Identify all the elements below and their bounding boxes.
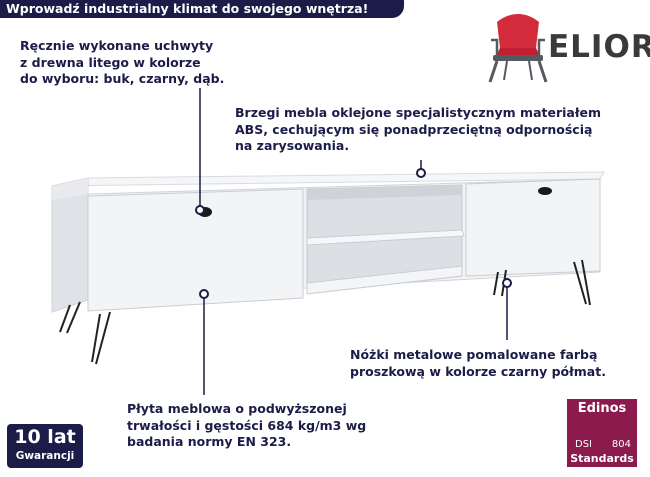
headline-banner: Wprowadź industrialny klimat do swojego …	[0, 0, 404, 18]
feature-edges-line: ABS, cechującym się ponadprzeciętną odpo…	[235, 121, 593, 137]
feature-handles-line: z drewna litego w kolorze	[20, 54, 201, 70]
chair-icon	[488, 14, 548, 83]
feature-legs-line: proszkową w kolorze czarny półmat.	[350, 363, 606, 379]
edinos-badge: Edinos DSI 804 Standards	[567, 399, 637, 467]
warranty-label: Gwarancji	[15, 450, 75, 462]
feature-board-line: badania normy EN 323.	[127, 434, 292, 449]
feature-board-line: Płyta meblowa o podwyższonej	[127, 401, 347, 416]
feature-handles-line: do wyboru: buk, czarny, dąb.	[20, 71, 225, 86]
edinos-subtitle: Standards	[570, 452, 634, 465]
feature-handles: Ręcznie wykonane uchwyty z drewna litego…	[20, 38, 224, 88]
brand-name: ELIOR	[548, 29, 650, 65]
feature-handles-line: Ręcznie wykonane uchwyty	[20, 38, 214, 53]
headline-text: Wprowadź industrialny klimat do swojego …	[6, 1, 369, 16]
callout-handles-pointer	[195, 88, 205, 215]
feature-legs-line: Nóżki metalowe pomalowane farbą	[350, 347, 598, 362]
callout-edges-pointer	[416, 160, 426, 178]
edinos-title: Edinos	[577, 401, 627, 416]
edinos-left-code: DSI	[575, 439, 592, 450]
feature-edges: Brzegi mebla oklejone specjalistycznym m…	[235, 105, 601, 155]
feature-legs: Nóżki metalowe pomalowane farbą proszkow…	[350, 347, 606, 380]
warranty-years: 10 lat	[14, 426, 76, 448]
feature-edges-line: Brzegi mebla oklejone specjalistycznym m…	[235, 105, 601, 120]
feature-board-line: trwałości i gęstości 684 kg/m3 wg	[127, 417, 367, 433]
callout-board-pointer	[199, 289, 209, 395]
warranty-badge: 10 lat Gwarancji	[7, 424, 83, 468]
edinos-right-code: 804	[611, 439, 631, 450]
feature-board: Płyta meblowa o podwyższonej trwałości i…	[127, 401, 366, 451]
tv-stand	[51, 171, 605, 365]
feature-edges-line: na zarysowania.	[235, 138, 350, 153]
callout-legs-pointer	[502, 278, 512, 340]
